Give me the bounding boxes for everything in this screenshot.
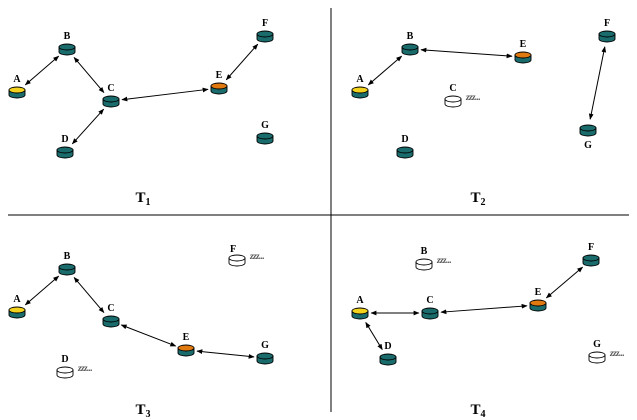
panel-dividers bbox=[8, 8, 629, 412]
node-label: G bbox=[593, 339, 601, 350]
link-E-F bbox=[545, 266, 584, 299]
node-a: A bbox=[351, 74, 369, 99]
node-label: A bbox=[13, 74, 21, 85]
node-label: F bbox=[230, 244, 236, 255]
node-c: Czzz... bbox=[444, 83, 481, 108]
node-label: D bbox=[401, 134, 408, 145]
node-d: Dzzz... bbox=[56, 354, 93, 379]
node-label: D bbox=[61, 354, 68, 365]
node-f: Fzzz... bbox=[228, 244, 265, 267]
node-label: G bbox=[584, 140, 592, 151]
node-e: E bbox=[210, 70, 228, 95]
link-C-D bbox=[71, 108, 105, 145]
node-b: B bbox=[401, 31, 419, 56]
node-a: A bbox=[8, 74, 26, 99]
node-label: A bbox=[356, 295, 364, 306]
node-label: C bbox=[449, 83, 456, 94]
node-label: F bbox=[262, 18, 268, 29]
link-B-C bbox=[73, 56, 105, 94]
panel-t1: A B C D E F G T1 bbox=[8, 18, 274, 208]
panel-title: T3 bbox=[135, 402, 150, 420]
node-c: C bbox=[421, 295, 439, 320]
sleep-marker: zzz... bbox=[436, 255, 452, 265]
node-b: Bzzz... bbox=[415, 246, 452, 271]
panel-title: T2 bbox=[470, 190, 485, 208]
node-label: E bbox=[520, 39, 527, 50]
link-A-B bbox=[24, 55, 60, 86]
link-A-B bbox=[24, 275, 60, 306]
node-label: D bbox=[384, 341, 391, 352]
link-B-C bbox=[73, 276, 105, 314]
node-label: F bbox=[588, 242, 594, 253]
node-d: D bbox=[379, 341, 397, 366]
link-E-G bbox=[196, 349, 255, 359]
link-C-E bbox=[121, 87, 209, 102]
sleep-marker: zzz... bbox=[609, 348, 625, 358]
node-label: C bbox=[426, 295, 433, 306]
node-label: G bbox=[261, 340, 269, 351]
node-d: D bbox=[396, 134, 414, 159]
node-f: F bbox=[582, 242, 600, 267]
node-e: E bbox=[529, 287, 547, 312]
link-F-G bbox=[588, 46, 607, 120]
link-B-E bbox=[420, 47, 513, 59]
panel-title: T1 bbox=[135, 190, 150, 208]
node-a: A bbox=[351, 295, 369, 320]
node-e: E bbox=[177, 332, 195, 357]
node-label: E bbox=[216, 70, 223, 81]
node-label: E bbox=[535, 287, 542, 298]
sleep-marker: zzz... bbox=[249, 251, 265, 261]
node-label: G bbox=[261, 120, 269, 131]
node-label: B bbox=[407, 31, 414, 42]
node-label: B bbox=[64, 31, 71, 42]
node-label: D bbox=[61, 134, 68, 145]
node-label: B bbox=[64, 251, 71, 262]
node-f: F bbox=[256, 18, 274, 43]
node-g: Gzzz... bbox=[588, 339, 625, 364]
node-f: F bbox=[598, 18, 616, 43]
link-C-E bbox=[440, 303, 528, 315]
node-b: B bbox=[58, 251, 76, 276]
node-label: A bbox=[356, 74, 364, 85]
node-g: G bbox=[579, 124, 597, 151]
node-label: C bbox=[107, 83, 114, 94]
link-E-F bbox=[225, 43, 259, 81]
node-label: E bbox=[183, 332, 190, 343]
node-a: A bbox=[8, 294, 26, 319]
node-c: C bbox=[102, 303, 120, 328]
node-c: C bbox=[102, 83, 120, 108]
link-A-B bbox=[367, 55, 403, 86]
node-d: D bbox=[56, 134, 74, 159]
node-label: B bbox=[421, 246, 428, 257]
link-C-E bbox=[120, 324, 177, 347]
sleep-marker: zzz... bbox=[77, 363, 93, 373]
node-label: C bbox=[107, 303, 114, 314]
node-label: A bbox=[13, 294, 21, 305]
node-label: F bbox=[604, 18, 610, 29]
link-A-D bbox=[365, 321, 383, 351]
node-b: B bbox=[58, 31, 76, 56]
node-e: E bbox=[514, 39, 532, 64]
node-g: G bbox=[256, 340, 274, 365]
sleep-marker: zzz... bbox=[465, 92, 481, 102]
panel-title: T4 bbox=[470, 402, 485, 420]
node-g: G bbox=[256, 120, 274, 145]
